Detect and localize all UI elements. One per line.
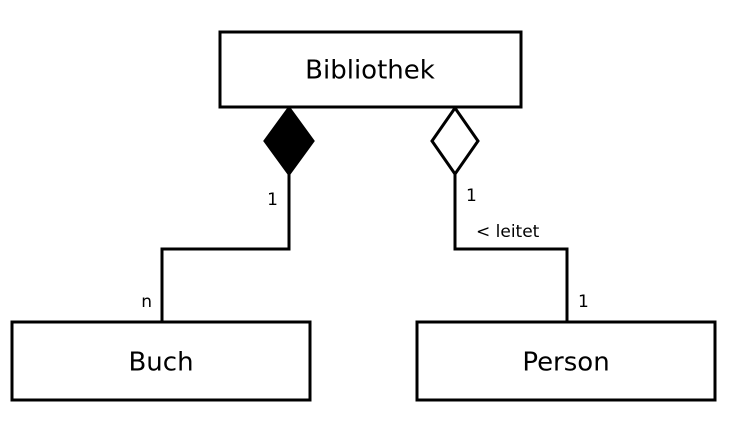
class-name-buch: Buch <box>128 348 193 378</box>
composition-filled-diamond-icon <box>263 105 315 177</box>
edge-line-bibliothek-person <box>453 173 569 323</box>
edge-label-source-multiplicity-buch: 1 <box>267 190 278 210</box>
aggregation-hollow-diamond-icon <box>430 105 480 177</box>
edge-bibliothek-buch[interactable]: 1 n <box>141 105 315 323</box>
edge-bibliothek-person[interactable]: 1 < leitet 1 <box>430 105 589 323</box>
edge-line-bibliothek-buch <box>160 173 291 323</box>
class-box-buch[interactable]: Buch <box>10 320 312 402</box>
class-name-person: Person <box>522 348 609 378</box>
class-name-bibliothek: Bibliothek <box>305 56 435 86</box>
class-box-person[interactable]: Person <box>415 320 717 402</box>
edge-label-relation-name-leitet: < leitet <box>476 222 540 242</box>
class-box-bibliothek[interactable]: Bibliothek <box>218 30 523 109</box>
class-box-bibliothek-rect <box>218 30 523 109</box>
edge-label-target-multiplicity-person: 1 <box>578 292 589 312</box>
edge-label-source-multiplicity-person: 1 <box>466 186 477 206</box>
class-box-buch-rect <box>10 320 312 402</box>
edge-label-target-multiplicity-buch: n <box>141 292 152 312</box>
class-box-person-rect <box>415 320 717 402</box>
